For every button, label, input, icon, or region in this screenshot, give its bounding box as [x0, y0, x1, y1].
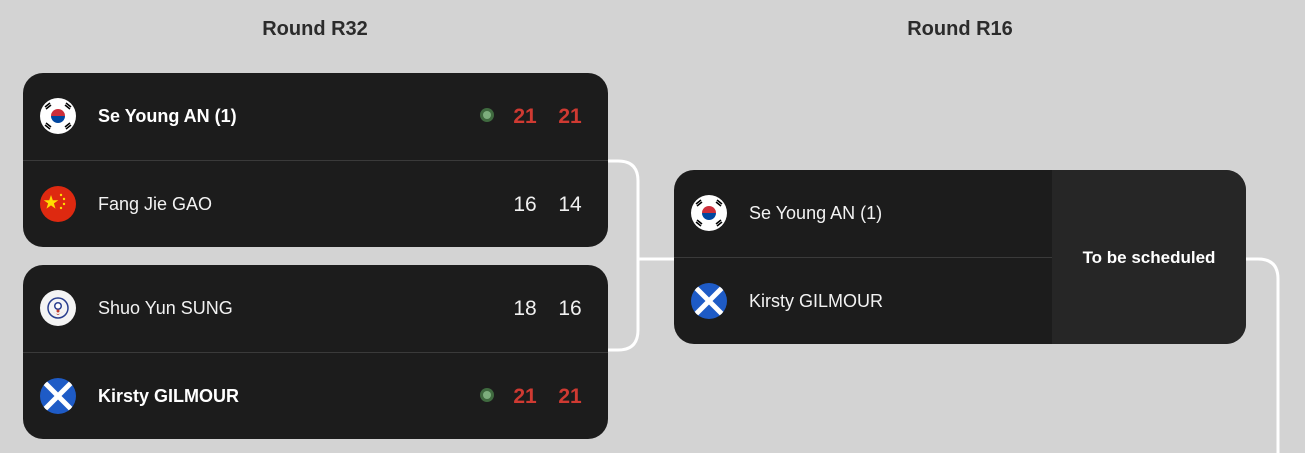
- match-card-r32-2[interactable]: Shuo Yun SUNG 18 16 Kirsty GILMOUR 21 21: [23, 265, 608, 439]
- korea-flag-icon: [40, 98, 76, 134]
- winner-indicator-icon: [480, 388, 494, 402]
- scotland-flag-icon: [40, 378, 76, 414]
- score-game-2: 21: [558, 385, 582, 408]
- player-name: Se Young AN (1): [98, 106, 237, 126]
- score-game-2: 16: [558, 297, 582, 320]
- player-name: Kirsty GILMOUR: [98, 386, 240, 406]
- score-game-1: 21: [513, 385, 537, 408]
- player-row[interactable]: Fang Jie GAO 16 14: [23, 160, 608, 247]
- player-row[interactable]: Shuo Yun SUNG 18 16: [23, 265, 608, 351]
- player-name: Shuo Yun SUNG: [98, 298, 233, 318]
- round-title-r32: Round R32: [262, 18, 368, 40]
- player-name: Fang Jie GAO: [98, 194, 213, 214]
- match-card-r16[interactable]: Se Young AN (1) Kirsty GILMOUR To be sch…: [674, 170, 1246, 344]
- score-game-1: 16: [513, 193, 537, 216]
- korea-flag-icon: [691, 195, 727, 231]
- player-row[interactable]: Se Young AN (1) 21 21: [23, 73, 608, 159]
- china-flag-icon: [40, 186, 76, 222]
- scotland-flag-icon: [691, 283, 727, 319]
- player-row[interactable]: Kirsty GILMOUR: [674, 257, 1096, 344]
- round-title-r16: Round R16: [907, 18, 1013, 40]
- score-game-1: 18: [513, 297, 537, 320]
- match-card-r32-1[interactable]: Se Young AN (1) 21 21 Fang Jie GAO 16 14: [23, 73, 608, 247]
- match-status: To be scheduled: [1052, 170, 1246, 344]
- player-name: Kirsty GILMOUR: [749, 291, 884, 311]
- player-name: Se Young AN (1): [749, 203, 883, 223]
- player-row[interactable]: Kirsty GILMOUR 21 21: [23, 352, 608, 439]
- chinese-taipei-flag-icon: [40, 290, 76, 326]
- score-game-1: 21: [513, 105, 537, 128]
- player-row[interactable]: Se Young AN (1): [674, 170, 1096, 256]
- score-game-2: 21: [558, 105, 582, 128]
- score-game-2: 14: [558, 193, 582, 216]
- winner-indicator-icon: [480, 108, 494, 122]
